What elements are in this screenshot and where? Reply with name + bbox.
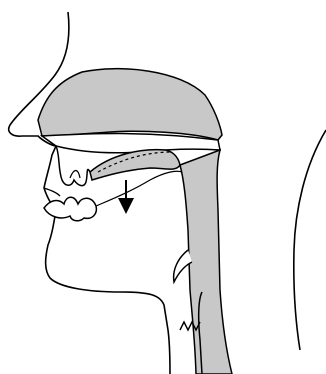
lower-teeth: [44, 197, 96, 221]
face-profile: [9, 12, 170, 374]
upper-teeth: [56, 146, 90, 186]
nasal-cavity: [38, 69, 222, 140]
hard-palate: [42, 134, 220, 153]
oral-cavity: [96, 171, 182, 206]
back-of-neck: [294, 130, 326, 350]
soft-palate-velum: [90, 150, 180, 180]
